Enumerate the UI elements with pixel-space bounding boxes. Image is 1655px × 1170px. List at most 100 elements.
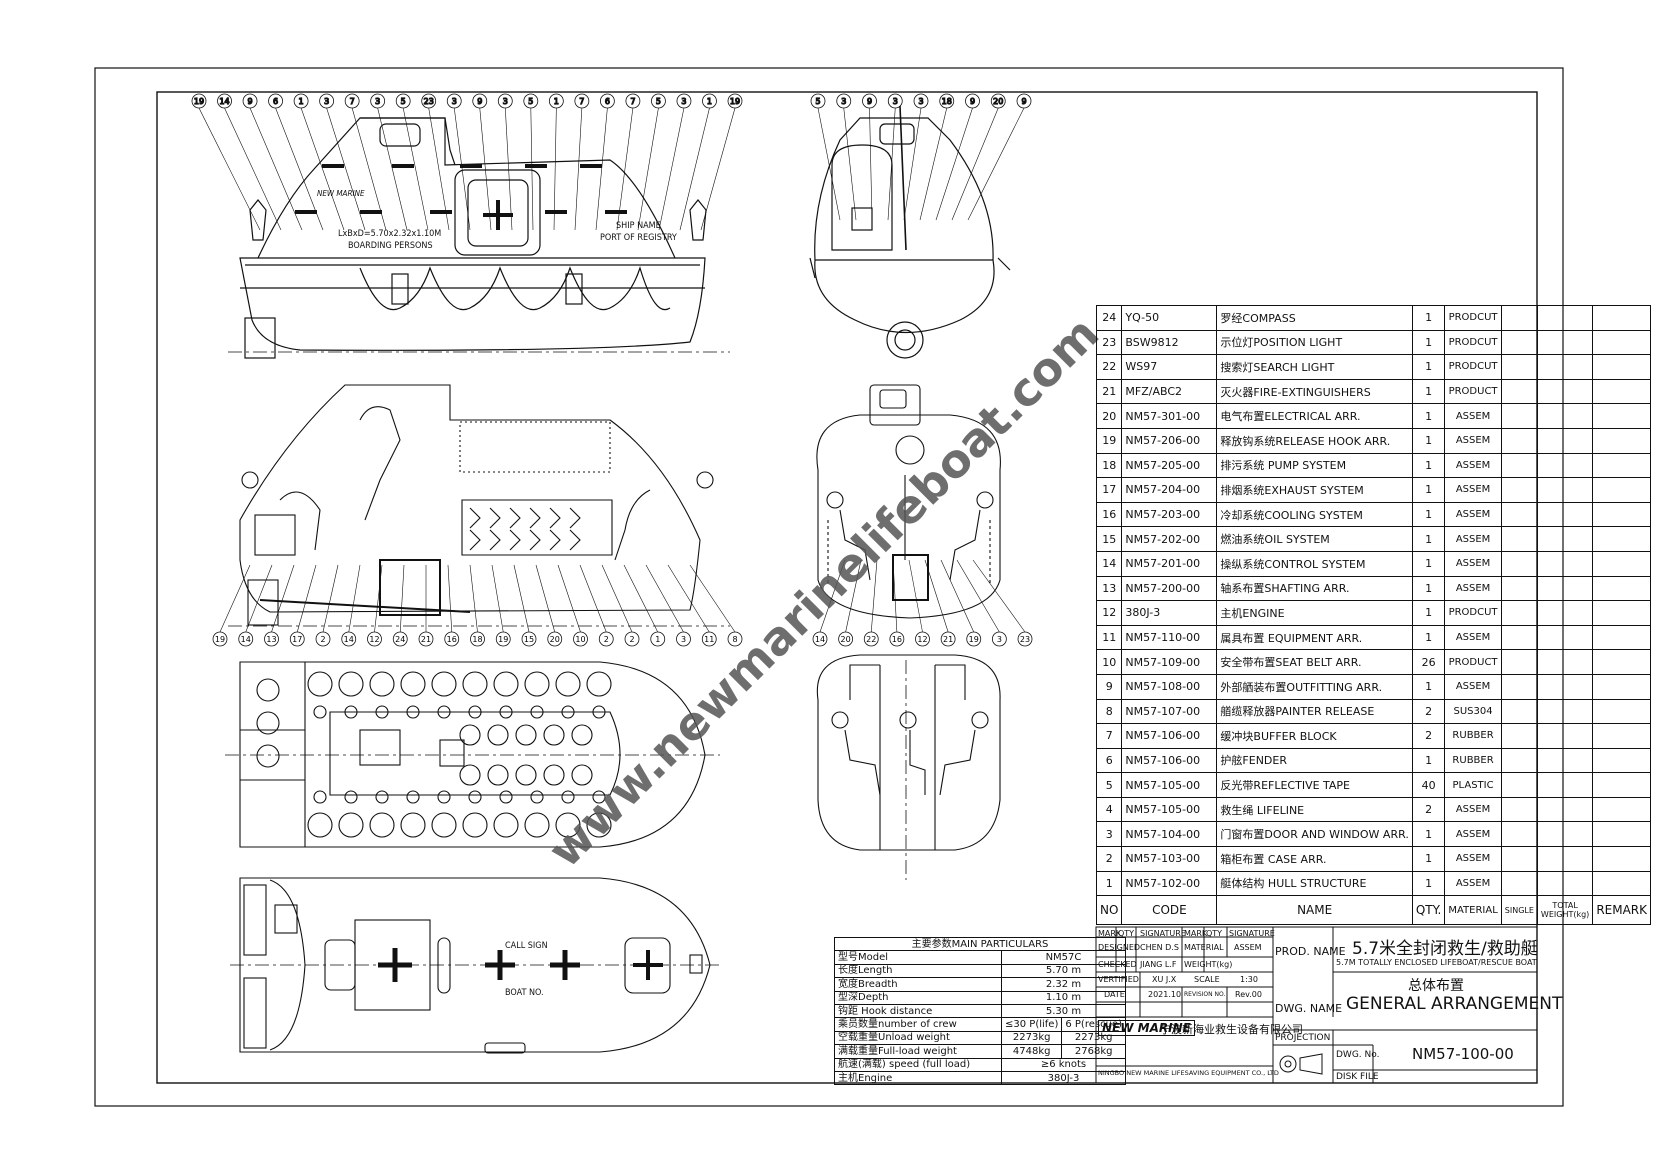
bom-cell-code: NM57-104-00: [1121, 821, 1218, 848]
bom-cell-sw: [1500, 649, 1538, 675]
balloon-label: 11: [704, 635, 714, 644]
main-particulars-title: 主要参数MAIN PARTICULARS: [834, 936, 1126, 952]
balloon-label: 5: [656, 97, 661, 106]
tb-verified-by: XU J.X: [1152, 975, 1177, 984]
balloon-label: 5: [815, 97, 820, 106]
balloon-label: 14: [241, 635, 251, 644]
item-balloon: 3: [658, 93, 692, 231]
balloon-label: 2: [604, 635, 609, 644]
bom-cell-tw: [1536, 821, 1594, 848]
balloon-label: 6: [605, 97, 610, 106]
bom-cell-rem: [1592, 354, 1652, 380]
tb-dwg-no: NM57-100-00: [1412, 1045, 1514, 1063]
balloon-label: 19: [730, 97, 740, 106]
bom-cell-sw: [1500, 673, 1538, 700]
item-balloon: 19: [940, 559, 982, 647]
item-balloon: 13: [264, 564, 295, 647]
bom-cell-mat: PRODUCT: [1444, 378, 1502, 405]
seat-mark: [344, 790, 358, 804]
bom-cell-tw: [1536, 649, 1594, 675]
bom-cell-mat: ASSEM: [1444, 624, 1502, 651]
bom-cell-code: NM57-102-00: [1121, 870, 1218, 897]
bom-cell-mat: ASSEM: [1444, 575, 1502, 602]
tb-dwg-no-label: DWG. No.: [1336, 1050, 1380, 1060]
balloon-label: 16: [447, 635, 457, 644]
item-balloon: 17: [289, 564, 317, 647]
bom-cell-name: 缓冲块BUFFER BLOCK: [1216, 723, 1413, 749]
bom-cell-name: 艏缆释放器PAINTER RELEASE: [1216, 698, 1413, 725]
balloon-label: 9: [970, 97, 975, 106]
tb-dwg-name-label: DWG. NAME: [1275, 1002, 1343, 1015]
balloon-label: 14: [219, 97, 229, 106]
bom-cell-sw: [1500, 329, 1538, 356]
bom-cell-tw: [1536, 698, 1594, 725]
bom-cell-mat: ASSEM: [1444, 550, 1502, 577]
bom-cell-name: 安全带布置SEAT BELT ARR.: [1216, 649, 1413, 675]
bom-cell-qty: 2: [1411, 698, 1446, 725]
bom-cell-qty: 1: [1411, 354, 1446, 380]
bom-cell-rem: [1592, 870, 1652, 897]
bom-cell-code: WS97: [1121, 354, 1218, 380]
item-balloon: 20: [838, 559, 862, 647]
item-balloon: 24: [392, 564, 408, 647]
bom-cell-tw: [1536, 723, 1594, 749]
balloon-label: 19: [215, 635, 225, 644]
bom-cell-rem: [1592, 305, 1652, 331]
bom-cell-name: 门窗布置DOOR AND WINDOW ARR.: [1216, 821, 1413, 848]
item-balloon: 2: [315, 564, 339, 647]
balloon-label: 7: [630, 97, 635, 106]
bom-cell-mat: PRODCUT: [1444, 600, 1502, 626]
item-balloon: 2: [579, 564, 614, 647]
bom-cell-name: 艇体结构 HULL STRUCTURE: [1216, 870, 1413, 897]
seat-mark: [592, 790, 606, 804]
tb-qty: QTY: [1118, 929, 1135, 938]
item-balloon: 3: [903, 93, 929, 221]
tb-designed-by: CHEN D.S: [1140, 943, 1179, 952]
bom-cell-sw: [1500, 575, 1538, 602]
bom-cell-no: 15: [1095, 526, 1123, 552]
bom-cell-sw: [1500, 723, 1538, 749]
balloon-label: 20: [550, 635, 560, 644]
tb-designed: DESIGNED: [1098, 943, 1141, 952]
bom-cell-rem: [1592, 698, 1652, 725]
item-balloon: 18: [919, 93, 955, 221]
midship-section-view: [816, 654, 1001, 880]
balloon-label: 14: [344, 635, 354, 644]
bom-cell-no: 2: [1095, 846, 1123, 872]
item-balloon: 19: [491, 564, 511, 647]
bom-cell-code: NM57-103-00: [1121, 846, 1218, 872]
bom-cell-tw: [1536, 526, 1594, 552]
bom-cell-name: 反光带REFLECTIVE TAPE: [1216, 772, 1413, 798]
item-balloon: 3: [446, 93, 471, 231]
particular-value: 4748kg: [1000, 1044, 1063, 1059]
balloon-label: 5: [528, 97, 533, 106]
bom-cell-rem: [1592, 821, 1652, 848]
port-registry-label: PORT OF REGISTRY: [600, 233, 677, 243]
bom-cell-qty: 1: [1411, 747, 1446, 774]
item-balloon: 16: [889, 559, 905, 647]
bom-cell-code: 380J-3: [1121, 600, 1218, 626]
tb-date-label: DATE: [1104, 990, 1125, 999]
bom-cell-mat: ASSEM: [1444, 526, 1502, 552]
bom-cell-code: NM57-205-00: [1121, 452, 1218, 479]
bom-cell-name: 释放钩系统RELEASE HOOK ARR.: [1216, 427, 1413, 454]
bom-cell-qty: 1: [1411, 501, 1446, 528]
bom-cell-no: 10: [1095, 649, 1123, 675]
tb-revision: Rev.00: [1235, 990, 1262, 999]
item-balloon: 14: [341, 564, 361, 647]
item-balloon: 3: [645, 564, 691, 647]
bom-cell-no: 24: [1095, 305, 1123, 331]
